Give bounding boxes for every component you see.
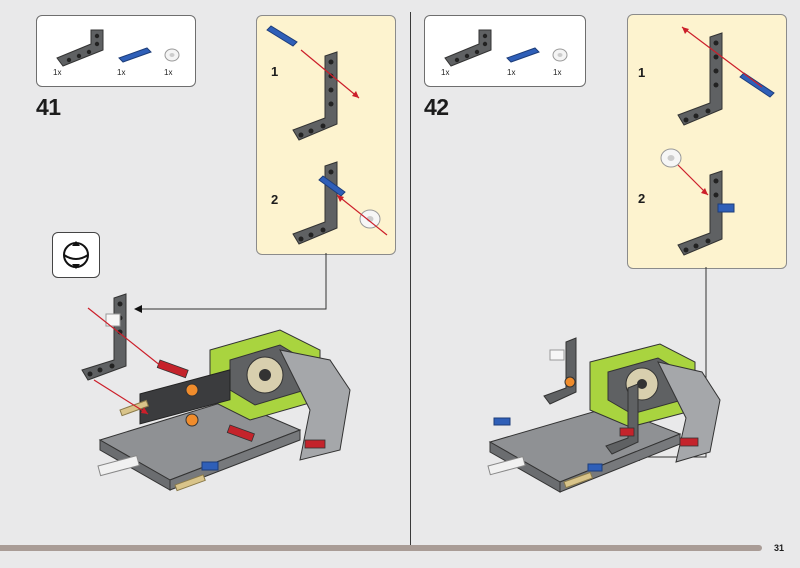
- part-qty: 1x: [553, 68, 562, 77]
- white-bush-icon: [660, 148, 682, 168]
- part-qty: 1x: [117, 68, 126, 77]
- model-assembly-step-41: [81, 293, 351, 492]
- blue-pin-icon: [266, 25, 298, 47]
- substep-number: 2: [271, 192, 279, 207]
- part-qty: 1x: [53, 68, 62, 77]
- insert-arrow: [677, 164, 709, 196]
- part-qty: 1x: [164, 68, 173, 77]
- substep-panel-step-41: 1 2: [256, 15, 396, 255]
- insert-arrow: [300, 49, 360, 99]
- callout-connector: [134, 253, 327, 313]
- l-beam-icon: [444, 29, 492, 67]
- blue-pin-icon: [506, 47, 540, 63]
- white-bush-icon: [359, 209, 381, 229]
- parts-callout-step-42: 1x 1x 1x: [424, 15, 586, 87]
- blue-pin-icon: [717, 203, 735, 213]
- substep-panel-step-42: 1 2: [627, 14, 787, 269]
- parts-callout-step-41: 1x 1x 1x: [36, 15, 196, 87]
- part-qty: 1x: [441, 68, 450, 77]
- page-divider: [410, 12, 411, 545]
- l-beam-icon: [56, 29, 104, 67]
- l-beam-icon: [677, 32, 723, 126]
- rotate-model-icon: [63, 241, 89, 269]
- l-beam-icon: [292, 51, 338, 141]
- l-beam-icon: [677, 170, 723, 256]
- progress-bar: [0, 545, 762, 551]
- step-number: 41: [36, 94, 61, 120]
- insert-arrow: [681, 26, 763, 88]
- white-bush-icon: [164, 48, 180, 62]
- white-bush-icon: [552, 48, 568, 62]
- page-number: 31: [774, 543, 785, 553]
- step-number: 42: [424, 94, 449, 120]
- insert-arrow: [336, 194, 388, 236]
- substep-number: 1: [271, 64, 279, 79]
- blue-pin-icon: [318, 175, 346, 197]
- part-qty: 1x: [507, 68, 516, 77]
- blue-pin-icon: [118, 47, 152, 63]
- rotate-model-callout: [52, 232, 100, 278]
- blue-pin-icon: [739, 72, 775, 98]
- substep-number: 2: [638, 191, 646, 206]
- model-assembly-step-42: [487, 337, 721, 493]
- substep-number: 1: [638, 65, 646, 80]
